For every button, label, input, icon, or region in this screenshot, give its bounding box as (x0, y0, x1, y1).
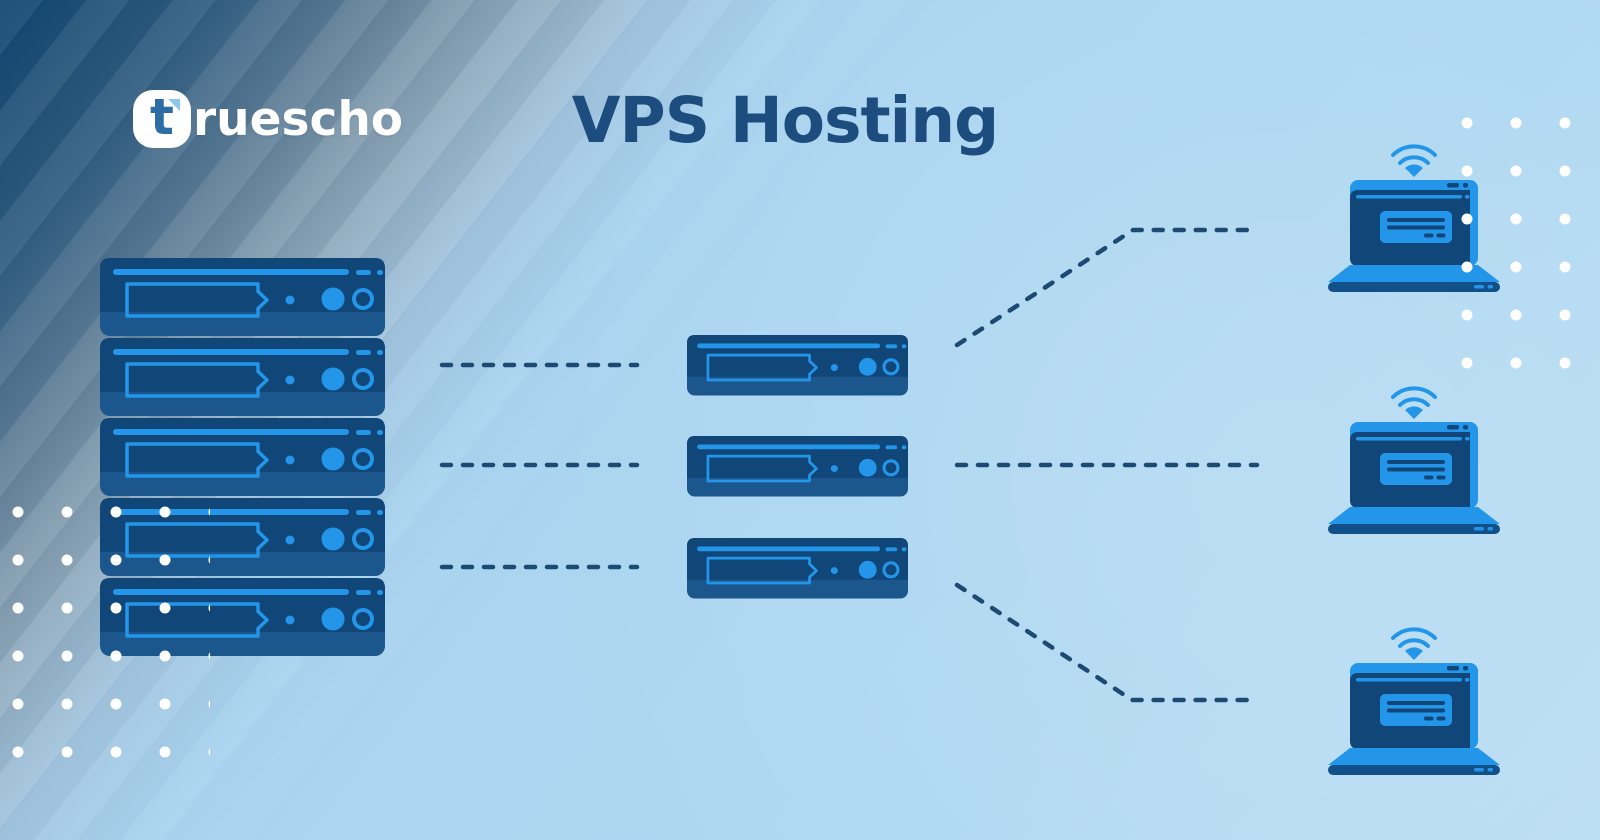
dot-grid-right (1461, 117, 1600, 369)
vps-server-3 (687, 538, 908, 599)
logo-text: ruescho (193, 91, 404, 147)
page-title: VPS Hosting (571, 84, 999, 157)
dot-grid-left (12, 506, 210, 758)
vps-server-1 (687, 335, 908, 396)
vps-servers (687, 335, 908, 599)
vps-server-2 (687, 436, 908, 497)
connector-vps-1-to-laptop-1 (954, 227, 1260, 348)
logo-mark-box: t (133, 90, 191, 148)
client-laptop-3 (1328, 627, 1500, 777)
rack-server-3 (100, 418, 385, 496)
connector-group (439, 227, 1260, 703)
logo-mark-letter: t (150, 88, 174, 146)
rack-server-1 (100, 258, 385, 336)
client-laptop-2 (1328, 386, 1500, 536)
rack-server-2 (100, 338, 385, 416)
brand-logo: t ruescho (133, 90, 403, 148)
connector-vps-3-to-laptop-3 (954, 582, 1256, 703)
